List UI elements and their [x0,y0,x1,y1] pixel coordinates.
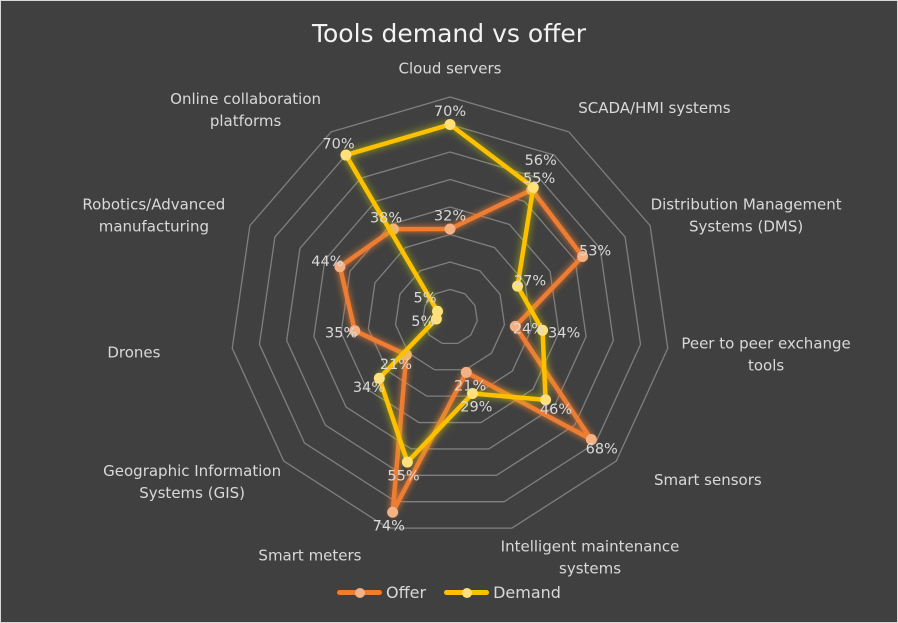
offer-data-label: 24% [513,321,545,337]
demand-data-label: 55% [387,468,419,484]
series [334,119,597,518]
offer-data-label: 68% [586,441,618,457]
grid-ring [422,288,478,345]
legend-label-offer: Offer [386,583,427,602]
category-label: Smart meters [258,547,361,565]
demand-data-label: 5% [413,291,436,307]
offer-point[interactable] [585,433,597,445]
offer-data-label: 55% [523,171,555,187]
grid-ring [258,123,642,503]
demand-data-label: 5% [411,314,434,330]
offer-point[interactable] [334,261,346,273]
demand-data-label: 29% [460,400,492,416]
demand-point[interactable] [540,394,552,406]
demand-data-label: 34% [548,325,580,341]
category-label: Cloud servers [399,59,502,77]
demand-series-line [343,122,548,465]
offer-data-label: 38% [370,211,402,227]
offer-data-label: 44% [311,254,343,270]
demand-point[interactable] [401,456,413,468]
demand-point[interactable] [527,181,539,193]
chart-title: Tools demand vs offer [311,19,587,48]
demand-point[interactable] [512,280,524,292]
category-label: SCADA/HMI systems [578,99,730,117]
legend: Offer Demand [1,583,897,602]
category-label: Smart sensors [654,471,762,489]
demand-point[interactable] [340,149,352,161]
offer-data-label: 21% [454,379,486,395]
offer-data-label: 53% [579,244,611,260]
offer-series-line [337,187,594,515]
offer-data-label: 32% [434,208,466,224]
grid-ring [394,261,506,371]
legend-item-offer[interactable]: Offer [337,583,426,602]
demand-data-label: 56% [525,153,557,169]
offer-data-label: 35% [325,326,357,342]
grid [231,96,669,529]
demand-data-label: 70% [434,104,466,120]
demand-data-label: 46% [540,402,572,418]
demand-point[interactable] [466,388,478,400]
grid-ring [286,151,614,476]
demand-swatch [444,587,490,598]
offer-data-label: 21% [380,357,412,373]
offer-point[interactable] [387,506,399,518]
data-labels: 32% 55% 53% 24% 68% 21% 74% 21% 35% 44% 38% 70% 56% 2… [311,104,618,535]
offer-swatch [337,587,383,598]
demand-point[interactable] [444,119,456,130]
grid-ring [340,206,560,424]
demand-point[interactable] [537,324,549,336]
demand-point[interactable] [431,305,443,317]
offer-data-label: 74% [373,518,405,534]
demand-data-label: 27% [514,273,546,289]
grid-ring [231,96,669,529]
demand-data-label: 70% [322,136,354,152]
offer-point[interactable] [509,320,521,332]
legend-item-demand[interactable]: Demand [444,583,561,602]
offer-point[interactable] [460,366,472,378]
category-label: Drones [107,343,160,361]
grid-ring [313,178,587,450]
offer-point[interactable] [444,223,456,235]
offer-point[interactable] [349,325,361,337]
legend-label-demand: Demand [493,583,561,602]
offer-point[interactable] [577,250,589,262]
demand-data-label: 34% [353,380,385,396]
demand-point[interactable] [373,372,385,384]
